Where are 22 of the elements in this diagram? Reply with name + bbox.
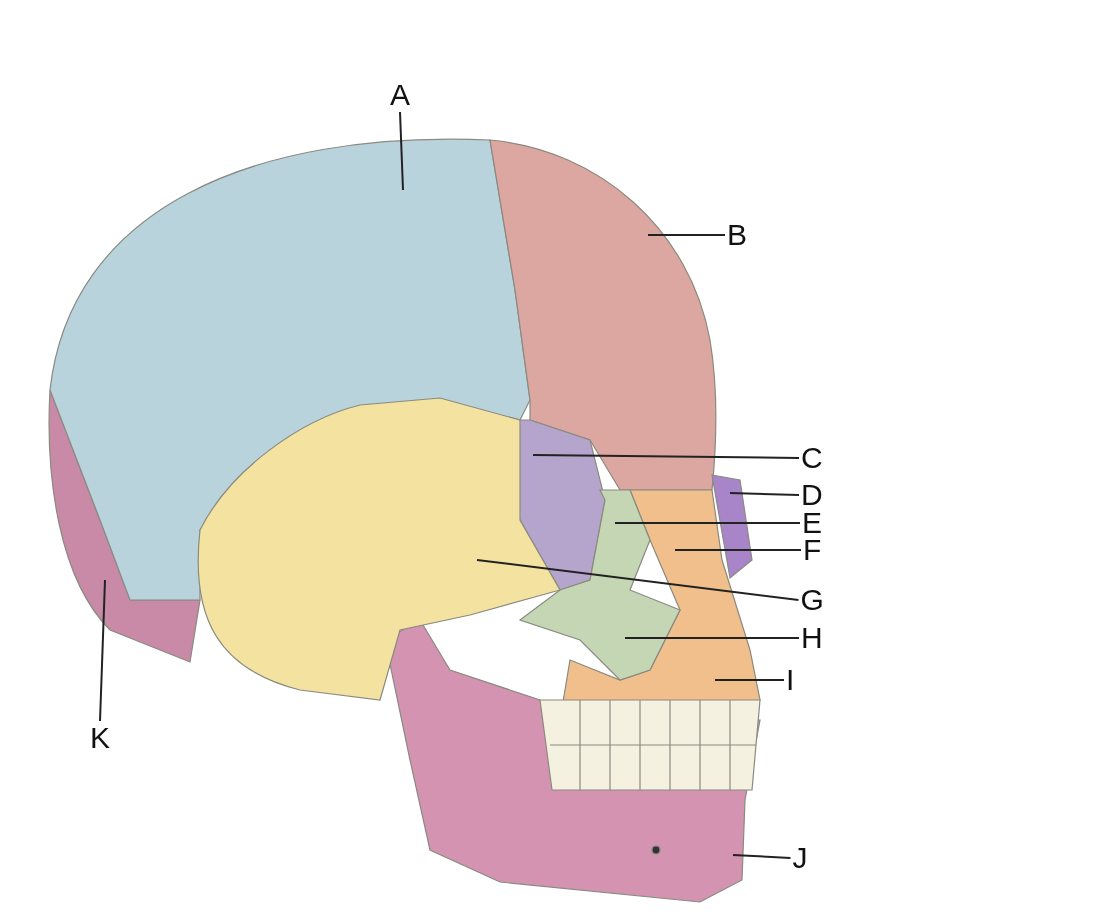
callout-letter: G: [800, 585, 824, 615]
leader-line: [714, 679, 785, 681]
callout-letter: K: [90, 723, 110, 753]
callout-letter: B: [727, 220, 747, 250]
callout-letter: E: [802, 508, 822, 538]
callout-letter: J: [792, 843, 808, 873]
leader-line: [624, 637, 800, 639]
leader-line: [399, 111, 404, 191]
callout-letter: A: [390, 80, 410, 110]
leader-line: [647, 234, 726, 236]
leader-line: [532, 454, 800, 459]
callout-letter: C: [801, 443, 823, 473]
leader-line: [732, 854, 792, 859]
leader-line: [674, 549, 802, 551]
leader-line: [729, 492, 800, 496]
leader-line: [614, 522, 801, 524]
leader-line: [476, 559, 800, 601]
callout-letter: F: [803, 535, 822, 565]
leader-line: [99, 579, 106, 722]
callout-letter: D: [801, 480, 823, 510]
callout-letter: H: [801, 623, 823, 653]
callout-letter: I: [786, 665, 795, 695]
